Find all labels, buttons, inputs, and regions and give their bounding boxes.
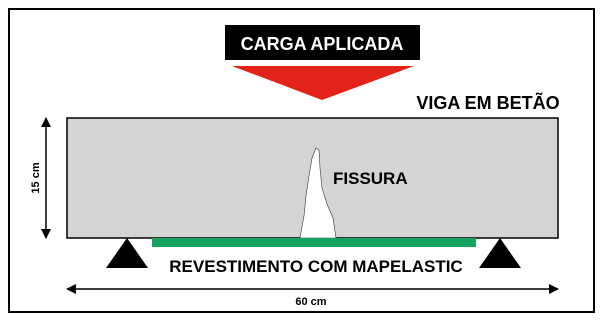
load-arrow — [232, 66, 414, 100]
right-support — [479, 238, 521, 268]
load-label-box — [225, 25, 420, 60]
beam-label: VIGA EM BETÃO — [416, 92, 559, 113]
coating-label: REVESTIMENTO COM MAPELASTIC — [169, 257, 462, 276]
length-dimension-label: 60 cm — [295, 296, 326, 308]
left-support — [106, 238, 148, 268]
load-label: CARGA APLICADA — [241, 34, 404, 54]
outer-frame — [8, 8, 595, 313]
height-dimension-label: 15 cm — [30, 162, 42, 193]
crack-label: FISSURA — [333, 169, 408, 188]
mapelastic-coating — [152, 238, 476, 247]
crack — [299, 147, 337, 239]
